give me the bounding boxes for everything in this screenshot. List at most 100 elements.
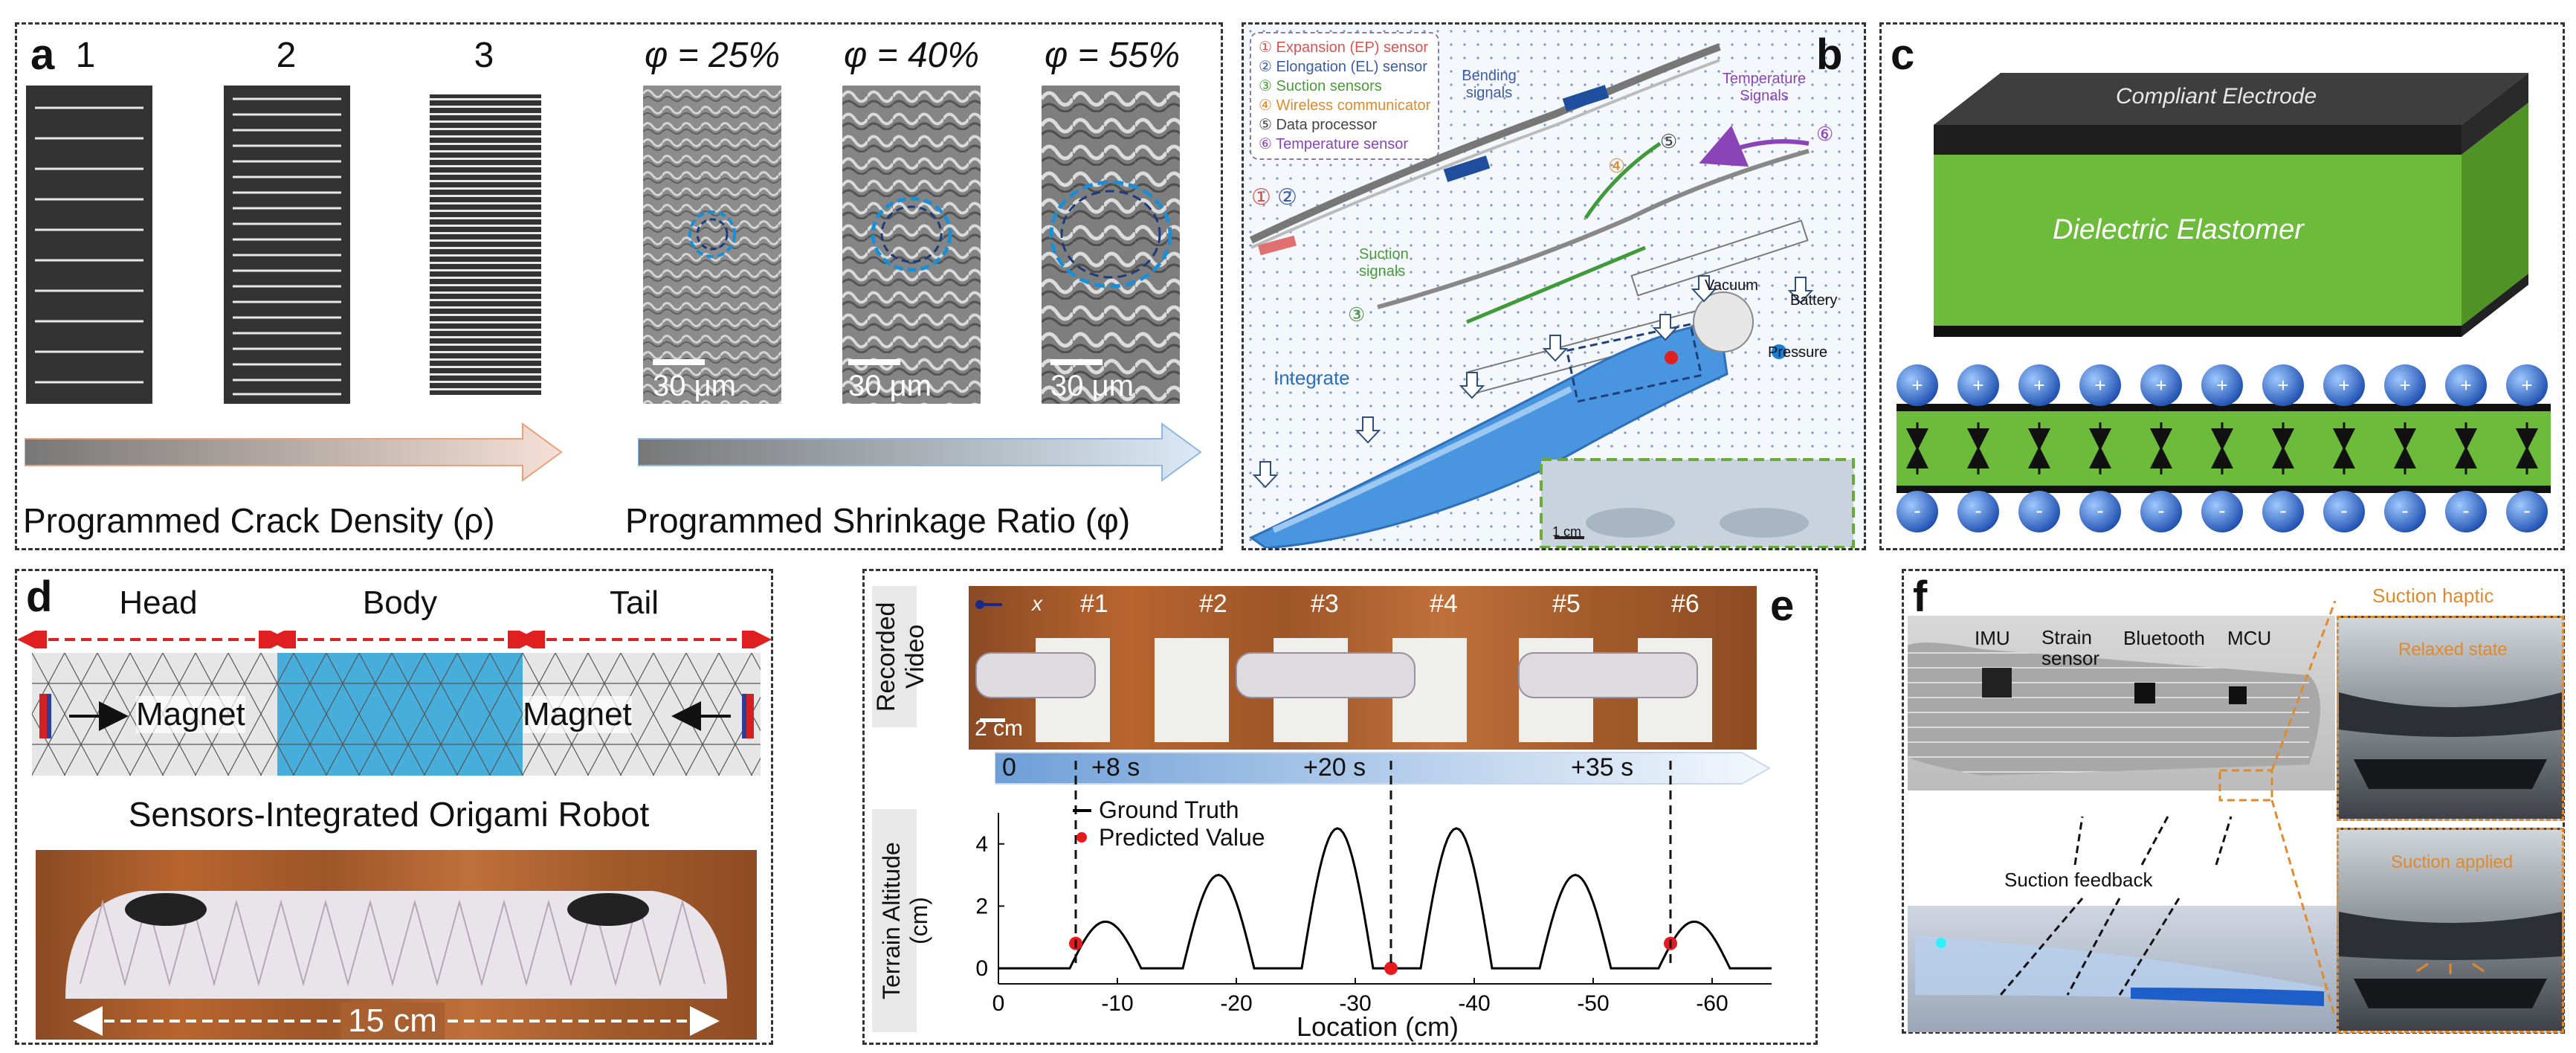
vacuum-label: Vacuum bbox=[1705, 277, 1758, 294]
predicted-point bbox=[1384, 962, 1398, 976]
timeline-8s: +8 s bbox=[1091, 753, 1140, 782]
negative-charge-sign: - bbox=[1975, 499, 1981, 522]
positive-charge bbox=[1957, 364, 1999, 406]
chart-xlabel: Location (cm) bbox=[1296, 1011, 1459, 1042]
x-tick-label: -40 bbox=[1458, 991, 1490, 1016]
panel-a-letter: a bbox=[30, 30, 55, 79]
legend-item-expansion: ① Expansion (EP) sensor bbox=[1259, 39, 1429, 56]
positive-charge-sign: + bbox=[2216, 374, 2227, 396]
label-mcu: MCU bbox=[2227, 627, 2272, 649]
negative-charge bbox=[2323, 491, 2365, 532]
suction-feedback-label: Suction feedback bbox=[2004, 869, 2153, 891]
positive-charge bbox=[2323, 364, 2365, 406]
y-tick-label: 0 bbox=[975, 956, 988, 981]
positive-charge-sign: + bbox=[1972, 374, 1983, 396]
density-label-2: 2 bbox=[276, 36, 297, 75]
x-tick-label: -50 bbox=[1577, 991, 1609, 1016]
circuit-diagram bbox=[1249, 43, 1855, 548]
video-strip bbox=[969, 586, 1757, 750]
panel-e: e Recorded Video x #1 #2 #3 #4 #5 #6 2 c… bbox=[862, 569, 1818, 1045]
segment-head: Head bbox=[119, 585, 198, 621]
negative-charge-sign: - bbox=[1914, 499, 1920, 522]
negative-charge bbox=[1897, 491, 1938, 532]
charge-glyphs: +-+-+-+-+-+-+-+-+-+-+- bbox=[1897, 364, 2548, 532]
density-label-1: 1 bbox=[75, 36, 96, 75]
phi-label-40: φ = 40% bbox=[843, 36, 980, 75]
density-label-3: 3 bbox=[474, 36, 494, 75]
positive-charge-sign: + bbox=[2521, 374, 2532, 396]
feedback-arrows bbox=[1999, 600, 2337, 1018]
crack-density-arrow bbox=[24, 422, 564, 482]
negative-charge-sign: - bbox=[2523, 499, 2530, 522]
label-imu: IMU bbox=[1975, 627, 2010, 649]
negative-charge-sign: - bbox=[2096, 499, 2103, 522]
segment-tail: Tail bbox=[609, 585, 659, 621]
positive-charge-sign: + bbox=[2460, 374, 2471, 396]
frame-3: #3 bbox=[1311, 590, 1339, 618]
label-bluetooth: Bluetooth bbox=[2123, 627, 2205, 649]
sem-image-25 bbox=[643, 86, 781, 404]
negative-charge-sign: - bbox=[2036, 499, 2042, 522]
x-tick-label: -30 bbox=[1339, 991, 1371, 1016]
panel-d-letter: d bbox=[26, 573, 53, 621]
marker-1: ① bbox=[1251, 185, 1271, 210]
positive-charge-sign: + bbox=[2155, 374, 2166, 396]
ylabel-box bbox=[872, 809, 917, 1032]
sem-scale-55: 30 μm bbox=[1050, 359, 1134, 403]
inset-scale-label: 1 cm bbox=[1552, 524, 1582, 539]
negative-charge bbox=[2140, 491, 2182, 532]
crack-pattern-3 bbox=[422, 86, 549, 404]
positive-charge bbox=[2506, 364, 2548, 406]
video-scale: 2 cm bbox=[975, 716, 1024, 741]
marker-3: ③ bbox=[1348, 303, 1366, 326]
label-strain: Strain sensor bbox=[2041, 626, 2100, 669]
crack-pattern-1 bbox=[26, 86, 152, 404]
segment-arrows bbox=[17, 631, 771, 648]
frame-1: #1 bbox=[1080, 590, 1108, 618]
phi-label-25: φ = 25% bbox=[644, 36, 781, 75]
negative-charge-sign: - bbox=[2218, 499, 2225, 522]
shrinkage-arrow bbox=[637, 422, 1203, 482]
legend-item-suction: ③ Suction sensors bbox=[1259, 78, 1382, 94]
bending-signals-label: Bending signals bbox=[1462, 68, 1517, 101]
battery-label: Battery bbox=[1790, 292, 1838, 309]
robot-title: Sensors-Integrated Origami Robot bbox=[128, 795, 650, 834]
negative-charge-sign: - bbox=[2340, 499, 2347, 522]
sensor-legend: ① Expansion (EP) sensor ② Elongation (EL… bbox=[1250, 32, 1440, 160]
sem-scale-40: 30 μm bbox=[848, 359, 932, 403]
negative-charge bbox=[2445, 491, 2487, 532]
negative-charge-sign: - bbox=[2157, 499, 2164, 522]
panel-a: a 1 2 3 φ bbox=[15, 22, 1223, 550]
positive-charge bbox=[2018, 364, 2060, 406]
timeline-0: 0 bbox=[1002, 753, 1016, 782]
charge-layer: +-+-+-+-+-+-+-+-+-+-+- bbox=[1897, 359, 2551, 538]
negative-charge bbox=[2384, 491, 2426, 532]
axis-x-indicator: x bbox=[1032, 592, 1042, 615]
inset-suction-applied bbox=[2337, 828, 2564, 1033]
panel-c-letter: c bbox=[1891, 30, 1915, 79]
panel-e-letter: e bbox=[1770, 582, 1795, 630]
frame-5: #5 bbox=[1552, 590, 1581, 618]
panel-f-letter: f bbox=[1913, 573, 1928, 621]
negative-charge-sign: - bbox=[2462, 499, 2469, 522]
timeline-20s: +20 s bbox=[1303, 753, 1366, 782]
marker-4: ④ bbox=[1608, 155, 1626, 177]
negative-charge bbox=[2018, 491, 2060, 532]
panel-b-letter: b bbox=[1816, 30, 1843, 79]
marker-5: ⑤ bbox=[1660, 130, 1678, 152]
positive-charge bbox=[2384, 364, 2426, 406]
caption-crack-density: Programmed Crack Density (ρ) bbox=[23, 501, 495, 540]
frame-6: #6 bbox=[1671, 590, 1699, 618]
sem-image-55 bbox=[1042, 86, 1180, 404]
positive-charge bbox=[1897, 364, 1938, 406]
negative-charge bbox=[2506, 491, 2548, 532]
legend-ground-truth: Ground Truth bbox=[1099, 796, 1239, 823]
arm-photo bbox=[1908, 616, 2335, 790]
positive-charge-sign: + bbox=[2277, 374, 2288, 396]
sem-scale-25: 30 μm bbox=[653, 359, 736, 403]
y-tick-label: 4 bbox=[975, 832, 988, 857]
positive-charge-sign: + bbox=[2094, 374, 2105, 396]
sem-image-40 bbox=[842, 86, 981, 404]
positive-charge bbox=[2079, 364, 2121, 406]
